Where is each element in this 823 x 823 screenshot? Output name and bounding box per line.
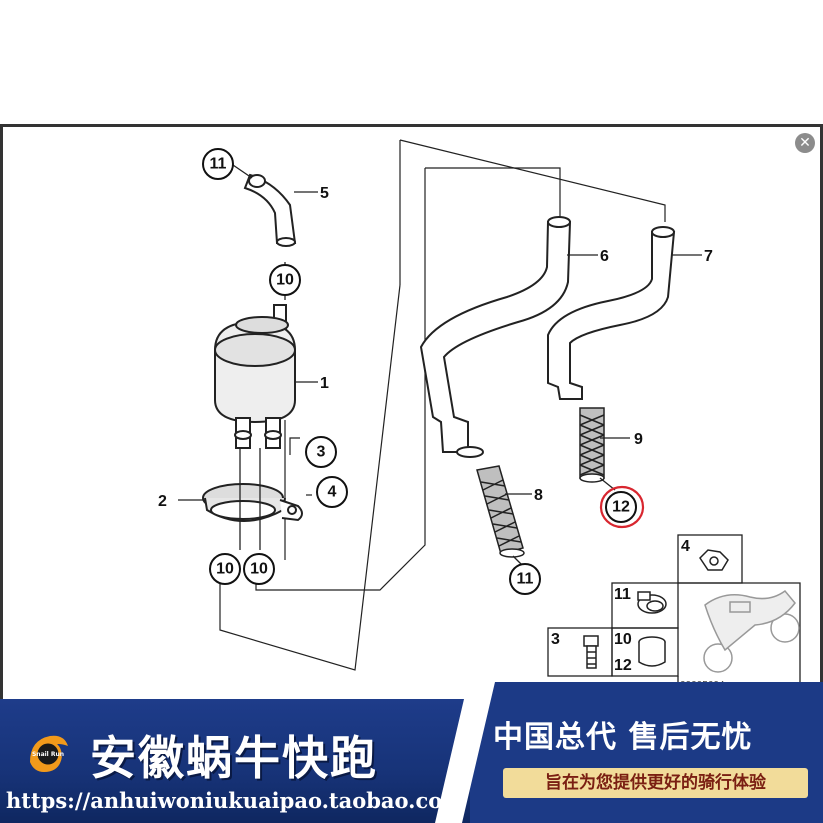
label-1: 1: [320, 375, 329, 392]
svg-text:12: 12: [612, 499, 630, 516]
label-7: 7: [704, 248, 713, 265]
bolt-icon: [583, 635, 599, 669]
clamp-2: [202, 483, 303, 522]
callout-4: 4: [316, 476, 348, 508]
banner-tagline: 旨在为您提供更好的骑行体验: [545, 773, 766, 793]
svg-text:10: 10: [216, 561, 234, 578]
hose-7: [547, 226, 676, 400]
svg-text:11: 11: [517, 571, 534, 588]
callout-11-top: 11: [202, 148, 234, 180]
leader-lines: [178, 164, 702, 566]
hose-5: [243, 173, 297, 247]
callout-10-top: 10: [269, 264, 301, 296]
svg-text:10: 10: [250, 561, 268, 578]
hose-9: [579, 407, 605, 483]
svg-text:4: 4: [328, 484, 337, 501]
label-5: 5: [320, 185, 329, 202]
shop-url-link[interactable]: https://anhuiwoniukuaipao.taobao.com: [6, 788, 465, 813]
hose-clamp-icon: [637, 591, 667, 614]
inset-label-12: 12: [614, 657, 632, 674]
banner-right-panel: [470, 682, 823, 823]
tagline-box: 旨在为您提供更好的骑行体验: [503, 768, 808, 798]
svg-text:3: 3: [317, 444, 326, 461]
label-8: 8: [534, 487, 543, 504]
snail-run-logo-icon: Snail Run: [30, 735, 68, 772]
banner-left-panel: [0, 699, 470, 823]
parts-diagram-viewer: [0, 124, 823, 699]
clip-icon: [699, 549, 729, 571]
callout-12-highlighted: 12: [599, 485, 645, 529]
hose-8: [476, 465, 525, 558]
inset-label-11: 11: [614, 586, 631, 603]
close-button[interactable]: ✕: [795, 133, 815, 153]
inset-label-3: 3: [551, 631, 560, 648]
band-clamp-icon: [638, 636, 666, 667]
brand-name: 安徽蜗牛快跑: [90, 731, 378, 785]
fuel-filter-1: [214, 304, 296, 449]
hose-6: [419, 216, 572, 458]
banner-slogan: 中国总代 售后无忧: [493, 720, 753, 755]
label-6: 6: [600, 248, 609, 265]
callout-11-bottom: 11: [509, 563, 541, 595]
callout-10-right: 10: [243, 553, 275, 585]
inset-label-4: 4: [681, 538, 690, 555]
svg-text:10: 10: [276, 272, 294, 289]
callout-10-left: 10: [209, 553, 241, 585]
svg-text:Snail Run: Snail Run: [32, 751, 64, 758]
label-9: 9: [634, 431, 643, 448]
inset-label-10: 10: [614, 631, 632, 648]
label-2: 2: [158, 493, 167, 510]
callout-3: 3: [305, 436, 337, 468]
inset-parts-table: [547, 534, 801, 690]
motorcycle-icon: [703, 589, 800, 673]
svg-text:11: 11: [210, 156, 227, 173]
